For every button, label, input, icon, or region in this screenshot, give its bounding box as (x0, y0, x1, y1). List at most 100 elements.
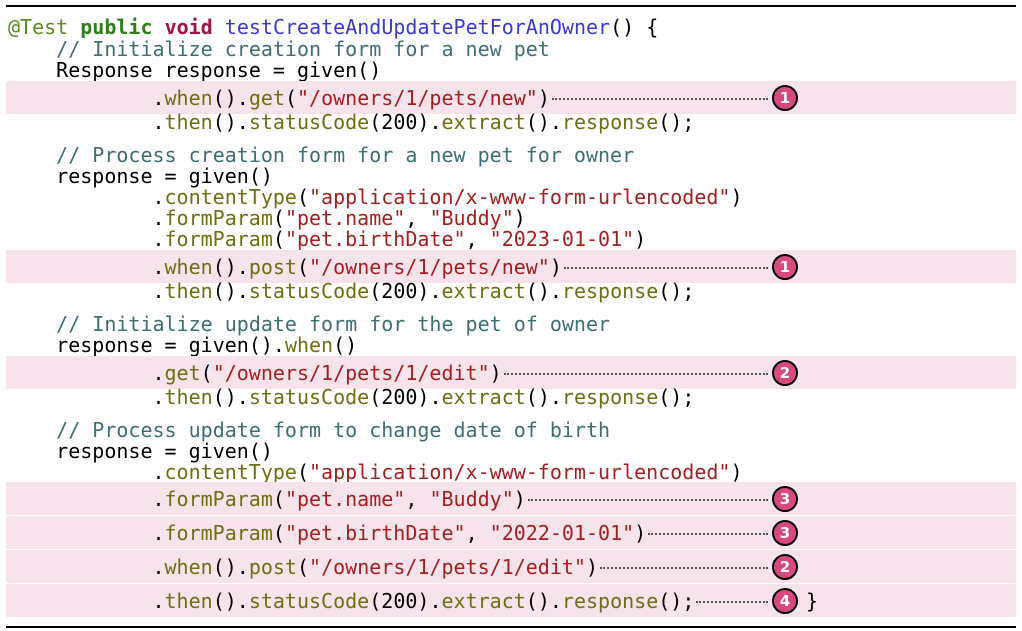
code-token: ) (513, 206, 526, 230)
code-token: formParam (164, 227, 273, 251)
code-token: public (80, 15, 153, 39)
code-line: .formParam("pet.birthDate", "2022-01-01"… (152, 521, 646, 545)
code-line: // Process update form to change date of… (56, 418, 610, 442)
dotted-leader (563, 267, 768, 269)
code-token: (); (658, 110, 695, 134)
step-number-badge: 1 (772, 85, 798, 111)
code-token: "pet.name" (284, 487, 406, 511)
code-token: (). (525, 279, 562, 303)
code-token: "application/x-www-form-urlencoded" (309, 185, 731, 209)
code-token: . (152, 521, 165, 545)
code-token: . (152, 555, 165, 579)
code-token: ( (296, 460, 310, 484)
code-token: statusCode (248, 589, 370, 613)
code-token: extract (441, 589, 526, 613)
code-token: "/owners/1/pets/1/edit" (212, 361, 490, 385)
code-token: . (152, 589, 165, 613)
code-line: // Initialize creation form for a new pe… (56, 37, 550, 61)
code-token: statusCode (248, 279, 370, 303)
code-token: (). (525, 385, 562, 409)
code-token: (200). (369, 279, 442, 303)
code-token: "/owners/1/pets/new" (309, 255, 550, 279)
code-token: "/owners/1/pets/1/edit" (309, 555, 586, 579)
code-token: void (164, 15, 213, 39)
code-token: ( (200, 361, 213, 385)
code-token: contentType (164, 460, 297, 484)
code-token: @Test (8, 15, 69, 39)
step-number-badge: 4 (772, 588, 798, 614)
code-token: post (248, 255, 297, 279)
code-token: formParam (164, 206, 273, 230)
code-token: "Buddy" (429, 206, 514, 230)
code-token: (). (212, 589, 249, 613)
code-token: ) (537, 86, 550, 110)
code-token: get (164, 361, 201, 385)
dotted-leader (503, 373, 768, 375)
step-number-badge: 2 (772, 360, 798, 386)
code-token: "application/x-www-form-urlencoded" (309, 460, 731, 484)
code-token: . (152, 255, 165, 279)
code-token: . (152, 86, 165, 110)
code-token: ( (296, 555, 310, 579)
code-token: "Buddy" (429, 487, 514, 511)
code-token: statusCode (248, 110, 370, 134)
code-token: when (164, 86, 213, 110)
highlight-band (6, 482, 1016, 515)
code-token: . (152, 385, 165, 409)
code-token: ) (730, 460, 743, 484)
code-token: ) (730, 185, 743, 209)
code-token: then (164, 279, 213, 303)
code-token: response (561, 279, 659, 303)
code-line: .when().post("/owners/1/pets/new") (152, 255, 561, 279)
code-line: .then().statusCode(200).extract().respon… (152, 589, 694, 613)
code-token: ) (549, 255, 562, 279)
code-token: // Process creation form for a new pet f… (56, 143, 635, 167)
code-token: "2022-01-01" (489, 521, 635, 545)
code-line: // Process creation form for a new pet f… (56, 143, 634, 167)
code-line: .then().statusCode(200).extract().respon… (152, 110, 694, 134)
bottom-rule (6, 626, 1016, 628)
step-number-badge: 1 (772, 254, 798, 280)
code-token: (). (212, 110, 249, 134)
code-token: (). (212, 255, 249, 279)
code-token: (). (212, 385, 249, 409)
code-token: response = given(). (56, 333, 285, 357)
step-number-badge: 2 (772, 554, 798, 580)
code-token: (). (212, 555, 249, 579)
code-token: , (465, 227, 490, 251)
code-line: .then().statusCode(200).extract().respon… (152, 279, 694, 303)
code-token: (); (658, 279, 695, 303)
code-token: . (152, 206, 165, 230)
code-line: response = given().when() (56, 333, 357, 357)
highlight-band (6, 250, 1016, 283)
code-token: (200). (369, 589, 442, 613)
code-line: .when().post("/owners/1/pets/1/edit") (152, 555, 598, 579)
code-token: . (152, 487, 165, 511)
code-line: .then().statusCode(200).extract().respon… (152, 385, 694, 409)
code-token: ) (489, 361, 502, 385)
code-token: (); (658, 385, 695, 409)
code-token: response (561, 589, 659, 613)
dotted-leader (551, 98, 768, 100)
code-token: ) (513, 487, 526, 511)
code-line: @Test public void testCreateAndUpdatePet… (8, 15, 658, 39)
code-line: Response response = given() (56, 58, 381, 82)
step-number-badge: 3 (772, 520, 798, 546)
code-line: .contentType("application/x-www-form-url… (152, 460, 742, 484)
code-token: response (561, 385, 659, 409)
step-number-badge: 3 (772, 486, 798, 512)
code-token: extract (441, 110, 526, 134)
code-token: // Process update form to change date of… (56, 418, 611, 442)
code-token: () { (610, 15, 659, 39)
code-token: response = given() (56, 164, 273, 188)
code-token: Response response = given() (56, 58, 382, 82)
dotted-leader (648, 533, 768, 535)
code-line: .when().get("/owners/1/pets/new") (152, 86, 549, 110)
code-token: (). (525, 110, 562, 134)
highlight-band (6, 81, 1016, 114)
code-token: then (164, 385, 213, 409)
code-line: response = given() (56, 164, 273, 188)
code-token: "pet.birthDate" (284, 227, 466, 251)
code-token (213, 15, 225, 39)
code-token: (). (212, 279, 249, 303)
